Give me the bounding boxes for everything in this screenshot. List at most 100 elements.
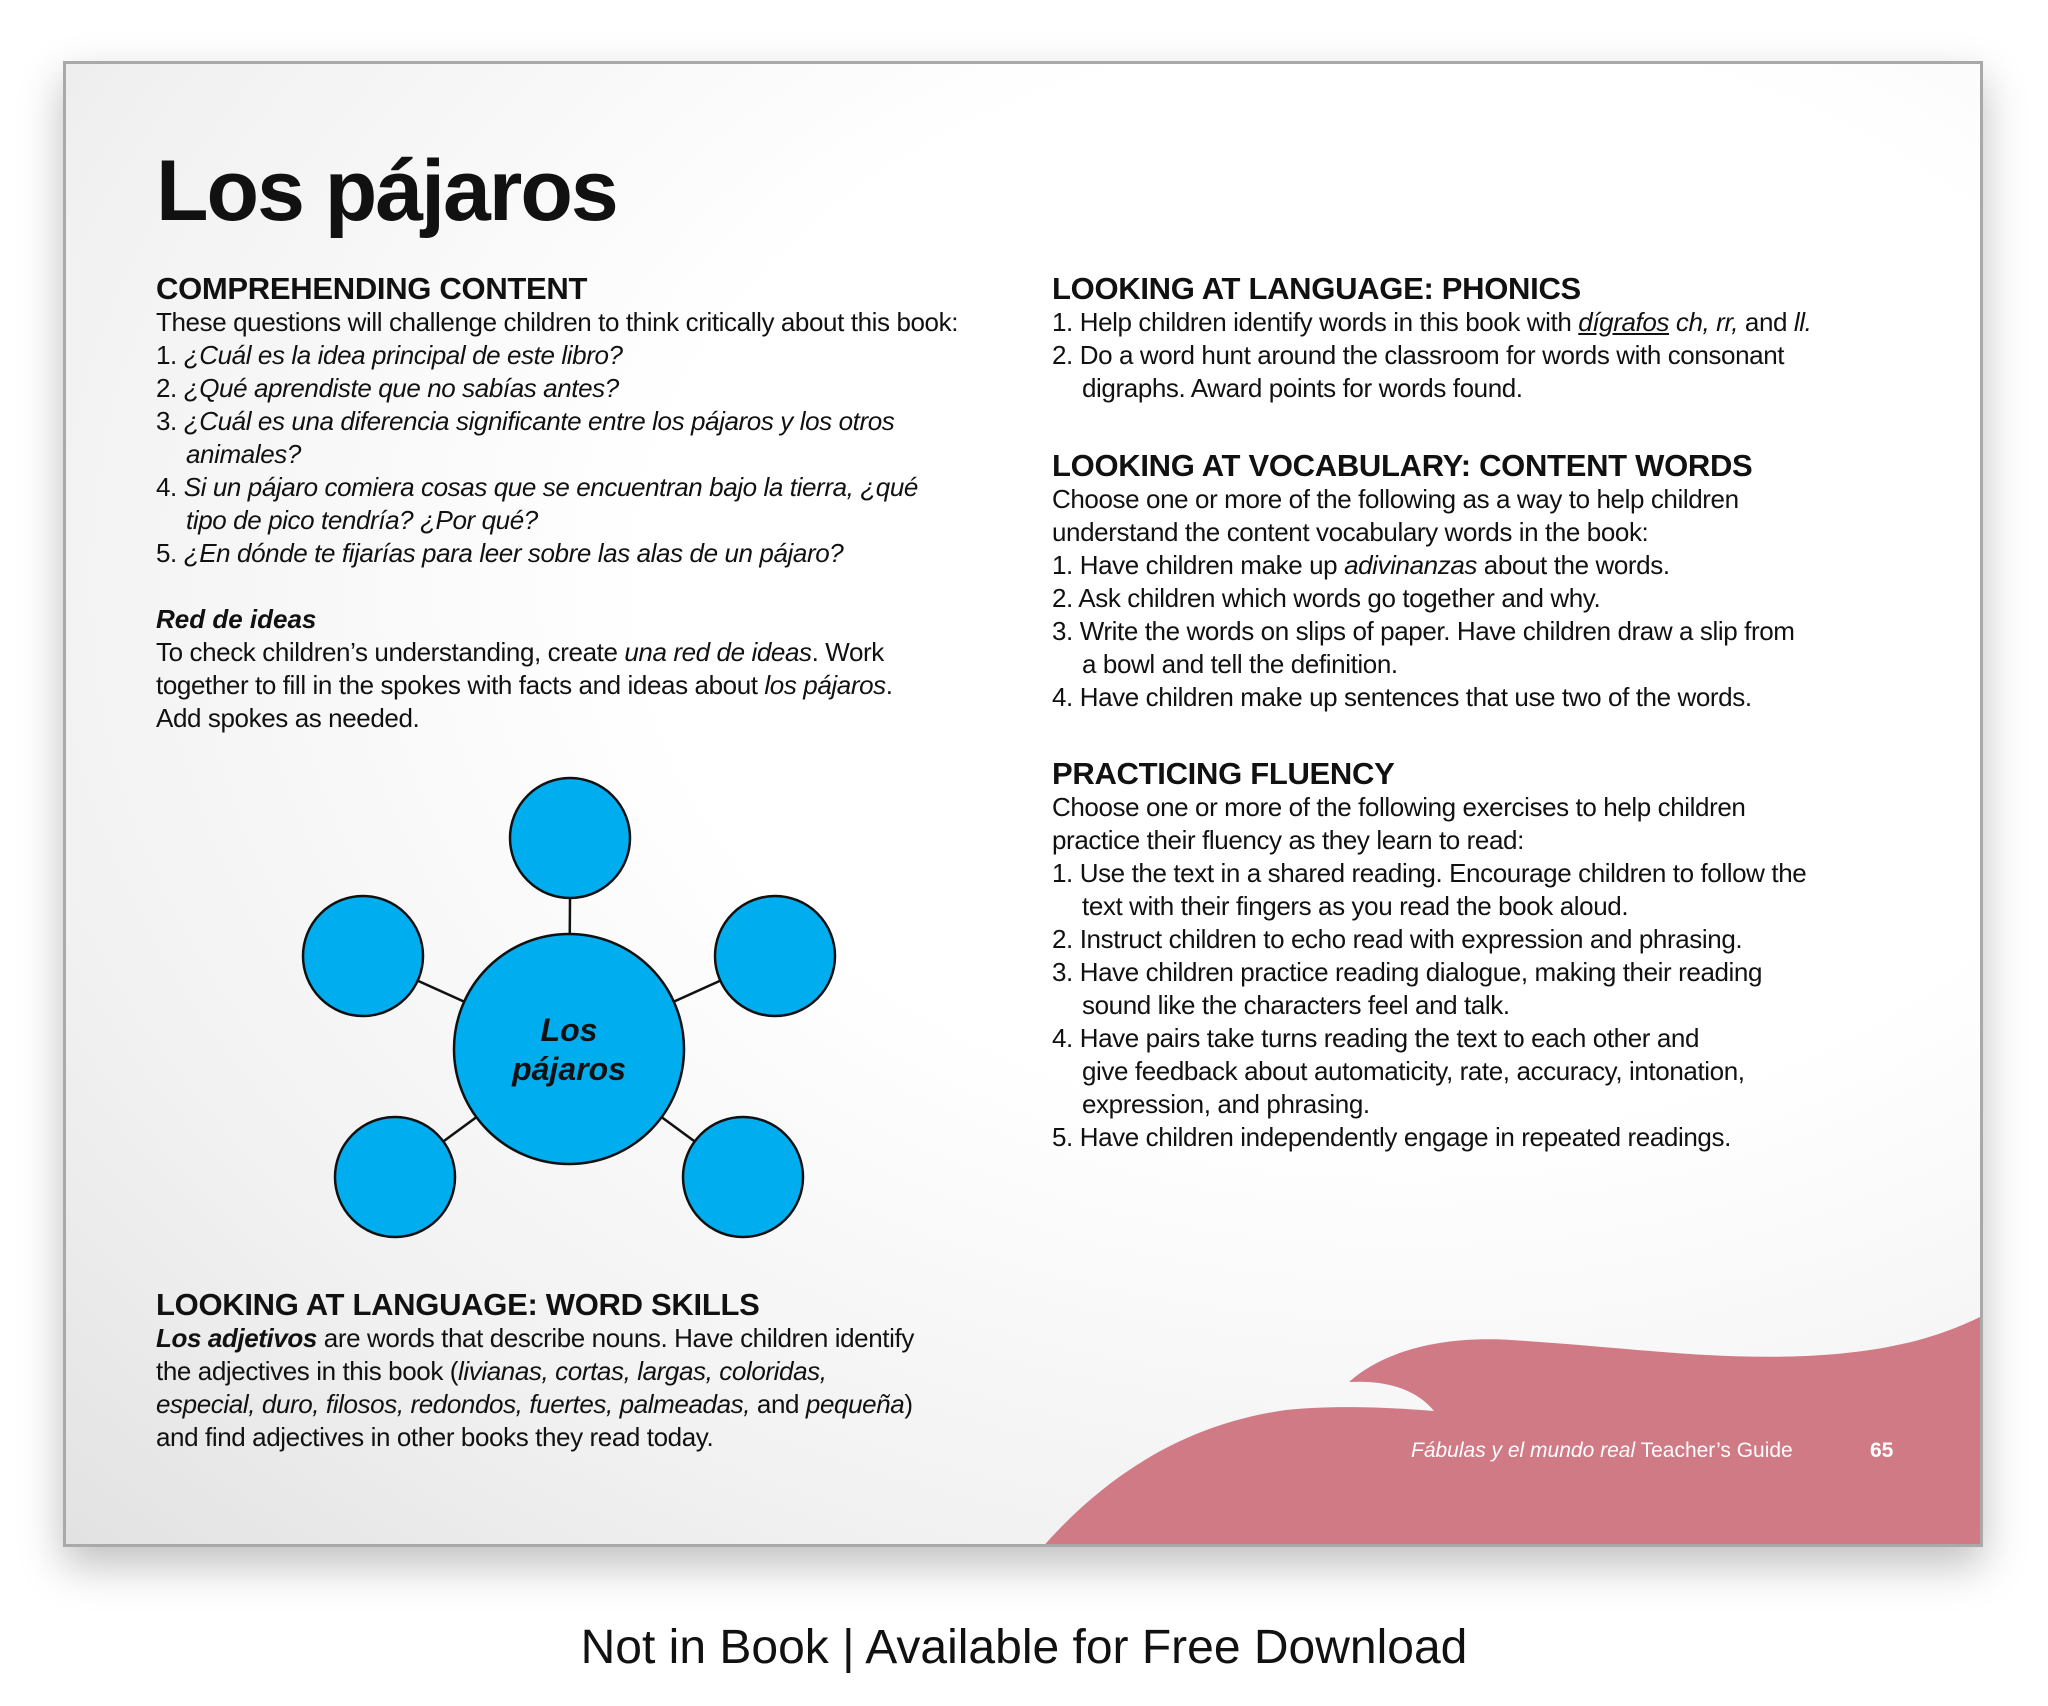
- section-comprehending-content: COMPREHENDING CONTENT These questions wi…: [156, 271, 958, 735]
- text-segment: ch, rr,: [1675, 307, 1739, 337]
- section-fluency: PRACTICING FLUENCY Choose one or more of…: [1052, 756, 1807, 1154]
- text-line: 5. Have children independently engage in…: [1052, 1121, 1806, 1154]
- text-segment: and: [1738, 307, 1794, 337]
- text-segment: 4.: [156, 472, 184, 502]
- idea-bubble-center: [452, 932, 686, 1166]
- text-segment: 1. Use the text in a shared reading. Enc…: [1052, 858, 1807, 888]
- text-line: 2. ¿Qué aprendiste que no sabías antes?: [156, 372, 958, 405]
- text-segment: the adjectives in this book (: [156, 1356, 459, 1386]
- subheading-red-de-ideas: Red de ideas: [156, 604, 317, 634]
- text-segment: sound like the characters feel and talk.: [1082, 990, 1510, 1020]
- text-segment: los pájaros: [764, 670, 886, 700]
- text-line: especial, duro, filosos, redondos, fuert…: [156, 1388, 914, 1421]
- download-caption: Not in Book | Available for Free Downloa…: [580, 1621, 1468, 1674]
- text-line: understand the content vocabulary words …: [1052, 516, 1795, 549]
- text-segment: 2. Do a word hunt around the classroom f…: [1052, 340, 1785, 370]
- text-segment: Add spokes as needed.: [156, 703, 420, 733]
- section-heading: COMPREHENDING CONTENT: [156, 271, 588, 306]
- idea-bubble-top: [508, 776, 632, 900]
- text-segment: 3.: [156, 406, 184, 436]
- text-line: 3. Write the words on slips of paper. Ha…: [1052, 615, 1795, 648]
- guide-page: Los pájaros COMPREHENDING CONTENT These …: [63, 61, 1983, 1547]
- text-segment: about the words.: [1476, 550, 1670, 580]
- text-segment: dígrafos: [1578, 307, 1670, 337]
- page-title: Los pájaros: [156, 143, 619, 239]
- text-line: and find adjectives in other books they …: [156, 1421, 914, 1454]
- text-segment: Los adjetivos: [156, 1323, 317, 1353]
- text-segment: practice their fluency as they learn to …: [1052, 825, 1524, 855]
- text-segment: . Work: [811, 637, 885, 667]
- text-segment: ¿Cuál es la idea principal de este libro…: [183, 340, 623, 370]
- text-segment: are words that describe nouns. Have chil…: [316, 1323, 915, 1353]
- text-segment: give feedback about automaticity, rate, …: [1082, 1056, 1745, 1086]
- text-line: together to fill in the spokes with fact…: [156, 669, 958, 702]
- text-line: 1. Have children make up adivinanzas abo…: [1052, 549, 1795, 582]
- text-line: 3. Have children practice reading dialog…: [1052, 956, 1806, 989]
- text-segment: especial, duro, filosos, redondos, fuert…: [156, 1389, 751, 1419]
- text-segment: digraphs. Award points for words found.: [1082, 373, 1523, 403]
- text-segment: Si un pájaro comiera cosas que se encuen…: [183, 472, 919, 502]
- text-line: These questions will challenge children …: [156, 306, 958, 339]
- text-line: the adjectives in this book (livianas, c…: [156, 1355, 914, 1388]
- text-segment: .: [885, 670, 893, 700]
- text-segment: 1. Have children make up: [1052, 550, 1345, 580]
- text-segment: animales?: [186, 439, 301, 469]
- text-line: 4. Have children make up sentences that …: [1052, 681, 1795, 714]
- text-line: 2. Instruct children to echo read with e…: [1052, 923, 1806, 956]
- idea-web-diagram: Los pájaros: [301, 776, 837, 1239]
- footer-guide-title: Fábulas y el mundo real Teacher’s Guide: [1411, 1439, 1793, 1463]
- text-line: 2. Ask children which words go together …: [1052, 582, 1795, 615]
- decorative-wave: [1045, 1316, 1980, 1544]
- text-segment: 3. Write the words on slips of paper. Ha…: [1052, 616, 1795, 646]
- guide-title-rest: Teacher’s Guide: [1635, 1439, 1793, 1462]
- text-line: digraphs. Award points for words found.: [1052, 372, 1811, 405]
- section-word-skills: LOOKING AT LANGUAGE: WORD SKILLS Los adj…: [156, 1287, 914, 1454]
- text-line: 1. Help children identify words in this …: [1052, 306, 1812, 339]
- text-line: 4. Have pairs take turns reading the tex…: [1052, 1022, 1806, 1055]
- text-segment: 1.: [156, 340, 184, 370]
- text-segment: and find adjectives in other books they …: [156, 1422, 714, 1452]
- text-line: Los adjetivos are words that describe no…: [156, 1322, 914, 1355]
- text-segment: ¿Qué aprendiste que no sabías antes?: [183, 373, 620, 403]
- text-line: Add spokes as needed.: [156, 702, 958, 735]
- text-line: practice their fluency as they learn to …: [1052, 824, 1806, 857]
- text-line: 3. ¿Cuál es una diferencia significante …: [156, 405, 958, 438]
- text-segment: ll.: [1793, 307, 1812, 337]
- text-segment: 2.: [156, 373, 184, 403]
- text-segment: ¿En dónde te fijarías para leer sobre la…: [183, 538, 844, 568]
- center-label-line2: pájaros: [511, 1051, 626, 1087]
- section-heading: PRACTICING FLUENCY: [1052, 756, 1395, 791]
- text-segment: Choose one or more of the following as a…: [1052, 484, 1739, 514]
- text-segment: 5. Have children independently engage in…: [1052, 1122, 1731, 1152]
- text-line: Choose one or more of the following as a…: [1052, 483, 1795, 516]
- text-line: 2. Do a word hunt around the classroom f…: [1052, 339, 1811, 372]
- section-heading: LOOKING AT VOCABULARY: CONTENT WORDS: [1052, 448, 1753, 483]
- text-line: 1. Use the text in a shared reading. Enc…: [1052, 857, 1807, 890]
- text-segment: together to fill in the spokes with fact…: [156, 670, 765, 700]
- text-segment: 3. Have children practice reading dialog…: [1052, 957, 1763, 987]
- text-segment: 2. Instruct children to echo read with e…: [1052, 924, 1743, 954]
- text-segment: and: [750, 1389, 806, 1419]
- text-line: sound like the characters feel and talk.: [1052, 989, 1806, 1022]
- idea-bubble-bottom-left: [333, 1115, 457, 1239]
- text-line: text with their fingers as you read the …: [1052, 890, 1806, 923]
- text-line: give feedback about automaticity, rate, …: [1052, 1055, 1806, 1088]
- text-segment: expression, and phrasing.: [1082, 1089, 1370, 1119]
- text-segment: 4. Have children make up sentences that …: [1052, 682, 1752, 712]
- section-heading: LOOKING AT LANGUAGE: WORD SKILLS: [156, 1287, 760, 1322]
- text-segment: [1669, 307, 1676, 337]
- text-line: tipo de pico tendría? ¿Por qué?: [156, 504, 958, 537]
- section-phonics: LOOKING AT LANGUAGE: PHONICS 1. Help chi…: [1052, 271, 1812, 405]
- text-segment: 1. Help children identify words in this …: [1052, 307, 1579, 337]
- page-number: 65: [1870, 1439, 1894, 1462]
- center-label-line1: Los: [541, 1012, 598, 1048]
- text-line: expression, and phrasing.: [1052, 1088, 1806, 1121]
- text-line: animales?: [156, 438, 958, 471]
- text-segment: 4. Have pairs take turns reading the tex…: [1052, 1023, 1700, 1053]
- text-segment: adivinanzas: [1344, 550, 1477, 580]
- text-segment: Choose one or more of the following exer…: [1052, 792, 1746, 822]
- text-segment: tipo de pico tendría? ¿Por qué?: [186, 505, 538, 535]
- text-line: To check children’s understanding, creat…: [156, 636, 958, 669]
- text-segment: ¿Cuál es una diferencia significante ent…: [183, 406, 895, 436]
- idea-bubble-bottom-right: [681, 1115, 805, 1239]
